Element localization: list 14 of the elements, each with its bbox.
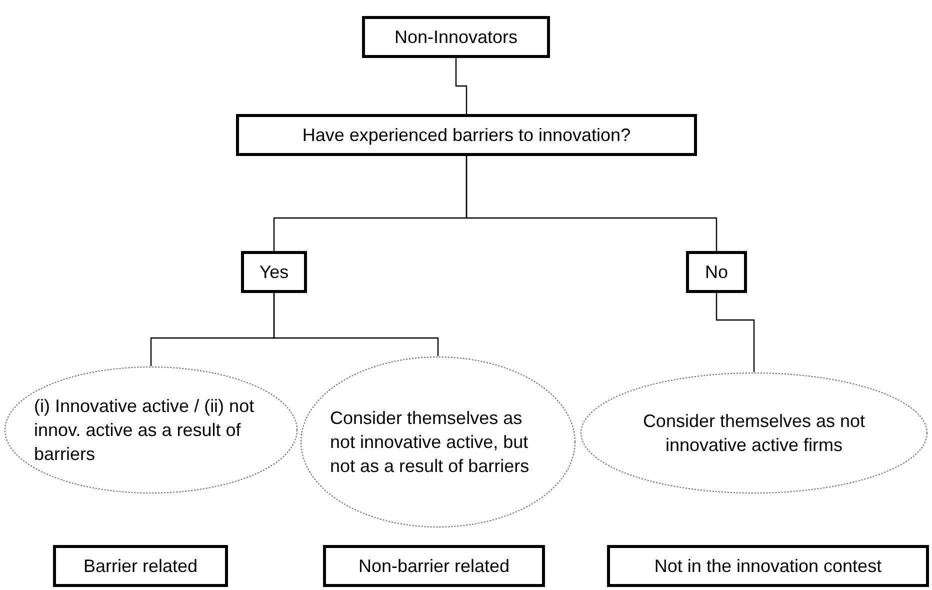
text-box: Barrier related <box>53 545 228 587</box>
ellipse-text: (i) Innovative active / (ii) not innov. active as a result of barriers <box>34 395 256 466</box>
ellipse-text: Consider themselves as not innovative active, but not as a result of barriers <box>330 407 530 478</box>
text-box: Yes <box>241 251 307 293</box>
text-box: Non-Innovators <box>362 16 550 58</box>
text-box: Not in the innovation contest <box>607 545 929 587</box>
text-box: Have experienced barriers to innovation? <box>236 114 697 156</box>
connector-line <box>466 156 718 251</box>
ellipse-text: Consider themselves as not innovative active firms <box>642 410 866 457</box>
text-box: Non-barrier related <box>323 545 545 587</box>
text-box: No <box>686 251 747 293</box>
connector-line <box>716 293 755 372</box>
connector-line <box>273 293 439 356</box>
connector-line <box>455 58 468 114</box>
